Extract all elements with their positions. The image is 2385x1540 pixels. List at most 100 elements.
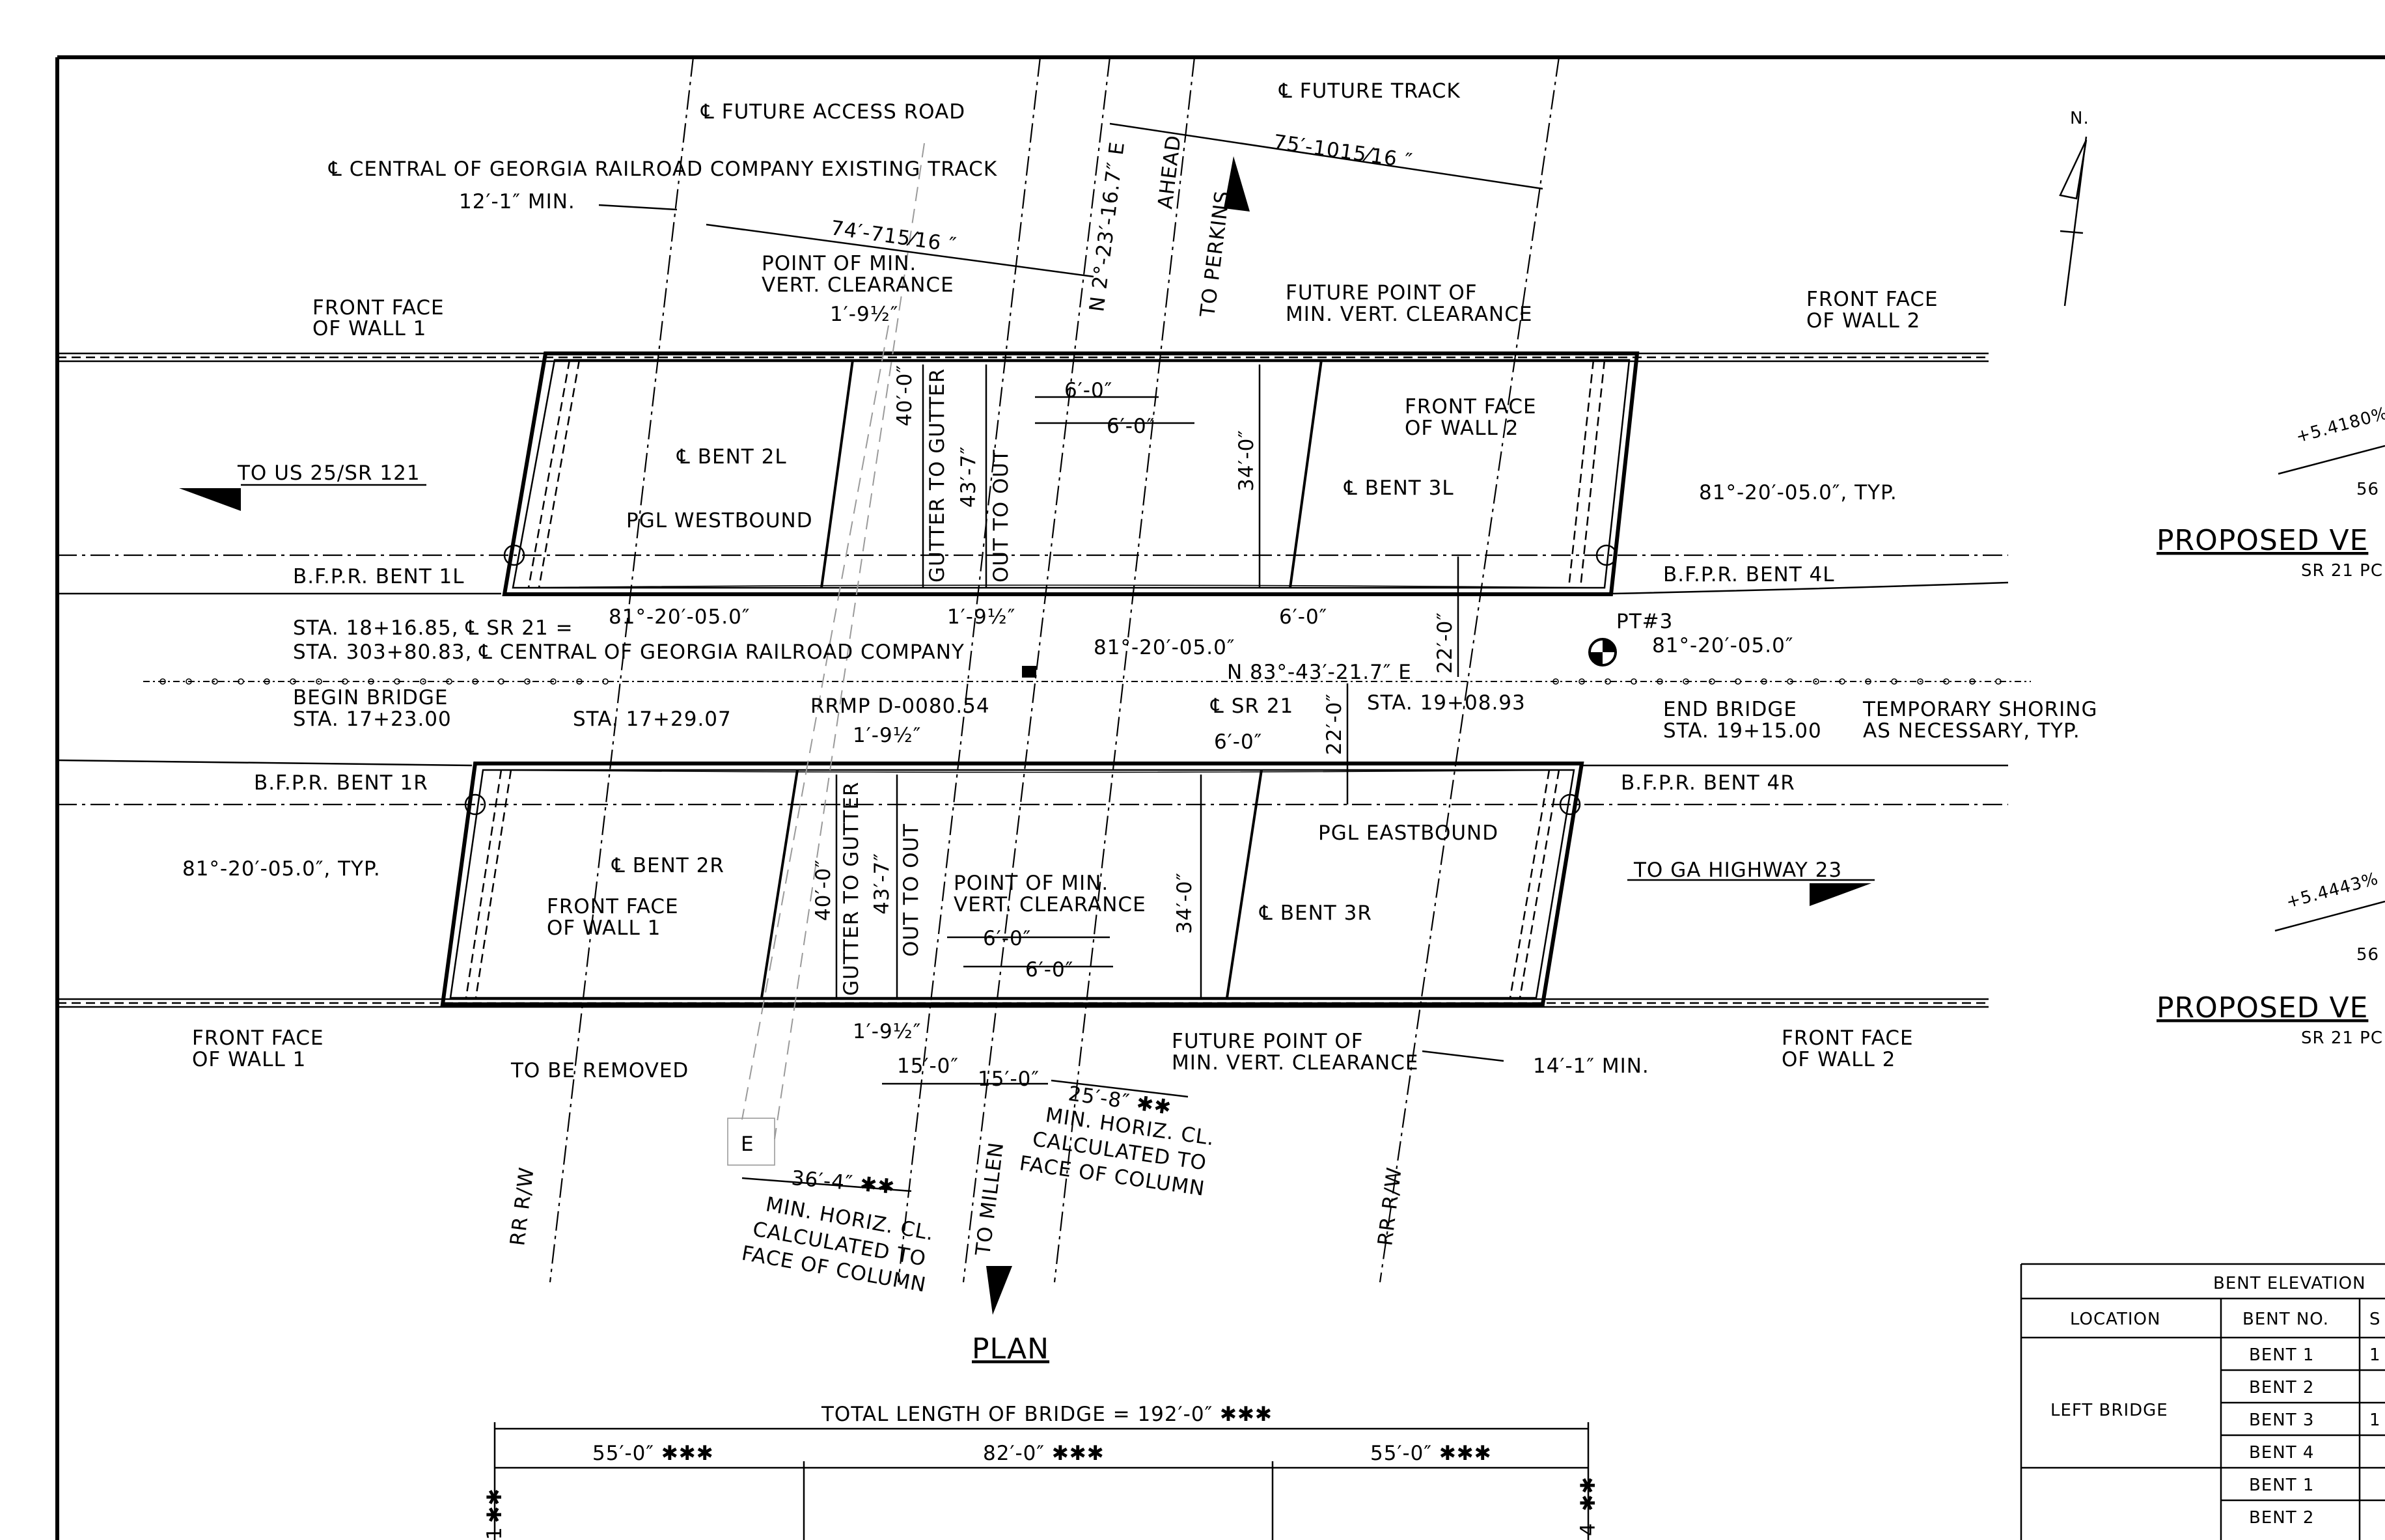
- rr-rw-left: RR R/W: [506, 1166, 539, 1247]
- right-gutter-label: GUTTER TO GUTTER: [840, 782, 863, 996]
- right-pt-min-1: POINT OF MIN.: [954, 872, 1109, 895]
- dim-1-9-top: 1′-9½″: [830, 303, 898, 326]
- right-d40-label: 40′-0″: [812, 859, 835, 921]
- elev-stars-right: ✱✱: [1577, 1476, 1600, 1511]
- table-row-val: 1: [2369, 1345, 2381, 1365]
- proposed-sub-2: SR 21 PC: [2301, 1028, 2383, 1048]
- bent-2r-label: ℄ BENT 2R: [611, 854, 724, 877]
- central-ga-track-label: ℄ CENTRAL OF GEORGIA RAILROAD COMPANY EX…: [328, 158, 997, 181]
- bent-elevation-table: BENT ELEVATION LOCATION BENT NO. S LEFT …: [2020, 1263, 2385, 1540]
- sta-30380-label: STA. 303+80.83, ℄ CENTRAL OF GEORGIA RAI…: [293, 640, 965, 664]
- bent-2l-label: ℄ BENT 2L: [676, 445, 787, 469]
- pt3-label: PT#3: [1616, 610, 1673, 633]
- grade-1-label: +5.4180%: [2294, 404, 2385, 447]
- right-ff-wall1-2: OF WALL 1: [547, 916, 661, 940]
- to-us25-arrow: [179, 488, 241, 511]
- right-d1-9-label: 1′-9½″: [853, 724, 921, 747]
- bottom-d36-label: 36′-4″ ✱✱: [790, 1166, 896, 1199]
- to-millen-label: TO MILLEN: [971, 1140, 1008, 1257]
- table-header-location: LOCATION: [2070, 1310, 2160, 1329]
- ff-wall2-top-2: OF WALL 2: [1806, 309, 1920, 333]
- cl-sr21-label: ℄ SR 21: [1210, 694, 1293, 718]
- bottom-future-pt-2: MIN. VERT. CLEARANCE: [1172, 1051, 1418, 1075]
- table-row-bent: BENT 1: [2249, 1476, 2314, 1495]
- span-2-label: 82′-0″ ✱✱✱: [983, 1442, 1105, 1465]
- ff-wall2-top-1: FRONT FACE: [1806, 288, 1938, 311]
- left-d34-label: 34′-0″: [1235, 430, 1258, 491]
- left-ff-wall2-2: OF WALL 2: [1405, 417, 1519, 440]
- to-perkins-label: TO PERKINS: [1196, 189, 1235, 319]
- proposed-title-1: PROPOSED VE: [2157, 524, 2368, 557]
- right-d6-label: 6′-0″: [1214, 730, 1262, 754]
- pgl-eastbound-label: PGL EASTBOUND: [1318, 821, 1498, 845]
- north-label: N.: [2070, 109, 2089, 128]
- bearing-n83-label: N 83°-43′-21.7″ E: [1227, 661, 1412, 684]
- ahead-label: AHEAD: [1153, 133, 1186, 210]
- fence-circles: [159, 678, 2002, 685]
- elev-stars-left: ✱✱: [483, 1488, 506, 1523]
- right-pt-min-2: VERT. CLEARANCE: [954, 893, 1146, 916]
- bottom-d1-9-label: 1′-9½″: [853, 1020, 921, 1043]
- left-out-label: OUT TO OUT: [989, 449, 1013, 583]
- bent-3r-label: ℄ BENT 3R: [1259, 901, 1372, 925]
- to-millen-arrow: [986, 1266, 1012, 1315]
- future-pt-1: FUTURE POINT OF: [1286, 281, 1478, 305]
- min-12-label: 12′-1″ MIN.: [459, 190, 575, 213]
- left-gutter-label: GUTTER TO GUTTER: [926, 368, 949, 583]
- pgl-westbound-label: PGL WESTBOUND: [626, 509, 813, 532]
- bent-3l-label: ℄ BENT 3L: [1344, 476, 1454, 500]
- rr-rw-right: RR R/W: [1373, 1166, 1407, 1247]
- bent-4l-marker: [1595, 544, 1618, 566]
- left-d40-label: 40′-0″: [893, 364, 917, 426]
- pt-min-vc-1: POINT OF MIN.: [762, 252, 917, 275]
- future-track-label: ℄ FUTURE TRACK: [1278, 79, 1461, 103]
- table-row-bent: BENT 2: [2249, 1508, 2314, 1528]
- table-location-left: LEFT BRIDGE: [2050, 1401, 2168, 1420]
- end-bridge-1: END BRIDGE: [1663, 698, 1797, 721]
- left-d1-9-label: 1′-9½″: [947, 605, 1015, 629]
- to-ga23-label: TO GA HIGHWAY 23: [1633, 859, 1842, 882]
- marker-e: E: [741, 1133, 754, 1156]
- skew-centerlines: E: [549, 57, 1560, 1283]
- bottom-ff-wall1-1: FRONT FACE: [192, 1026, 324, 1050]
- span-1-label: 55′-0″ ✱✱✱: [592, 1442, 714, 1465]
- roadway-lines: [57, 544, 2031, 816]
- left-d6b-label: 6′-0″: [1107, 415, 1155, 438]
- dim-75-label: 75′-1015⁄16 ″: [1272, 130, 1414, 173]
- right-ff-wall1-1: FRONT FACE: [547, 895, 679, 918]
- left-d6a-label: 6′-0″: [1064, 379, 1112, 402]
- begin-bridge-2: STA. 17+23.00: [293, 708, 452, 731]
- left-d22-label: 22′-0″: [1433, 612, 1457, 674]
- bottom-d15a-label: 15′-0″: [897, 1054, 959, 1078]
- end-bridge-2: STA. 19+15.00: [1663, 719, 1822, 743]
- table-header-bent-no: BENT NO.: [2242, 1310, 2329, 1329]
- elev-mark-right: 4: [1577, 1522, 1600, 1536]
- bfpr-4l-label: B.F.P.R. BENT 4L: [1663, 563, 1835, 586]
- right-out-label: OUT TO OUT: [900, 823, 923, 957]
- proposed-sub-1: SR 21 PC: [2301, 561, 2383, 581]
- bottom-future-pt-1: FUTURE POINT OF: [1172, 1030, 1364, 1053]
- temp-shoring-1: TEMPORARY SHORING: [1862, 698, 2097, 721]
- right-d34-label: 34′-0″: [1173, 872, 1196, 934]
- proposed-title-2: PROPOSED VE: [2157, 991, 2368, 1024]
- bfpr-1r-label: B.F.P.R. BENT 1R: [254, 771, 428, 795]
- direction-arrows: [179, 156, 1875, 1315]
- total-length-label: TOTAL LENGTH OF BRIDGE = 192′-0″ ✱✱✱: [821, 1403, 1273, 1426]
- left-angle-1: 81°-20′-05.0″: [609, 605, 750, 629]
- to-be-removed-label: TO BE REMOVED: [510, 1059, 689, 1082]
- ff-wall1-top-1: FRONT FACE: [312, 296, 445, 320]
- plan-title: PLAN: [972, 1332, 1049, 1366]
- to-us25-label: TO US 25/SR 121: [237, 461, 420, 485]
- pt-min-vc-2: VERT. CLEARANCE: [762, 273, 954, 297]
- right-angle-typ-label: 81°-20′-05.0″, TYP.: [182, 857, 381, 881]
- min-14-label: 14′-1″ MIN.: [1533, 1054, 1649, 1078]
- centerline-angle-2: 81°-20′-05.0″: [1094, 636, 1235, 659]
- table-row-bent: BENT 4: [2249, 1443, 2314, 1463]
- ff-wall1-top-2: OF WALL 1: [312, 317, 426, 340]
- bent-4r-marker: [1559, 793, 1581, 816]
- bottom-ff-wall1-2: OF WALL 1: [192, 1048, 306, 1071]
- sta-1816-label: STA. 18+16.85, ℄ SR 21 =: [293, 616, 573, 640]
- sheet-border: [55, 55, 2385, 1540]
- right-d43-label: 43′-7″: [870, 853, 894, 914]
